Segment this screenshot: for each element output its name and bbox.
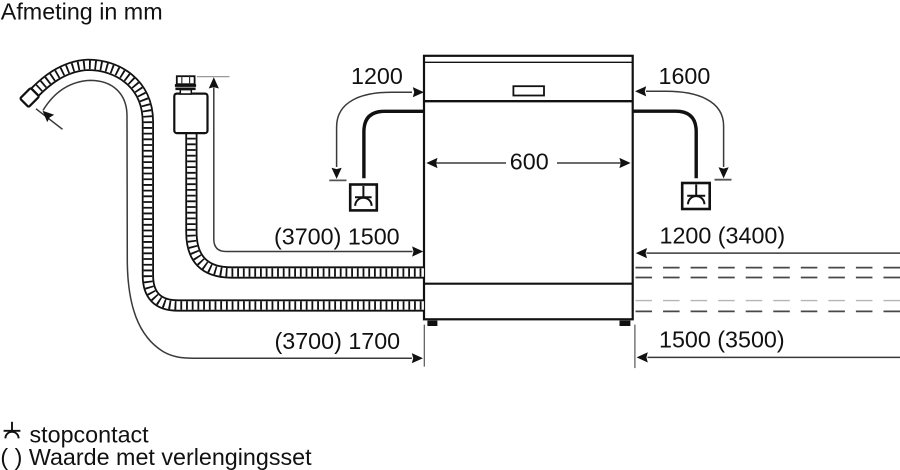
svg-text:1200 (3400): 1200 (3400) <box>660 222 786 248</box>
svg-text:(3700) 1500: (3700) 1500 <box>274 224 400 250</box>
svg-text:Afmeting in mm: Afmeting in mm <box>1 0 163 25</box>
svg-text:1500 (3500): 1500 (3500) <box>659 327 785 353</box>
svg-text:1600: 1600 <box>659 63 711 89</box>
svg-text:(3700) 1700: (3700) 1700 <box>275 328 401 354</box>
svg-text:1200: 1200 <box>351 63 403 89</box>
svg-text:stopcontact: stopcontact <box>30 422 150 448</box>
svg-text:( ) Waarde met verlengingsset: ( ) Waarde met verlengingsset <box>0 444 312 470</box>
svg-text:600: 600 <box>510 149 549 175</box>
